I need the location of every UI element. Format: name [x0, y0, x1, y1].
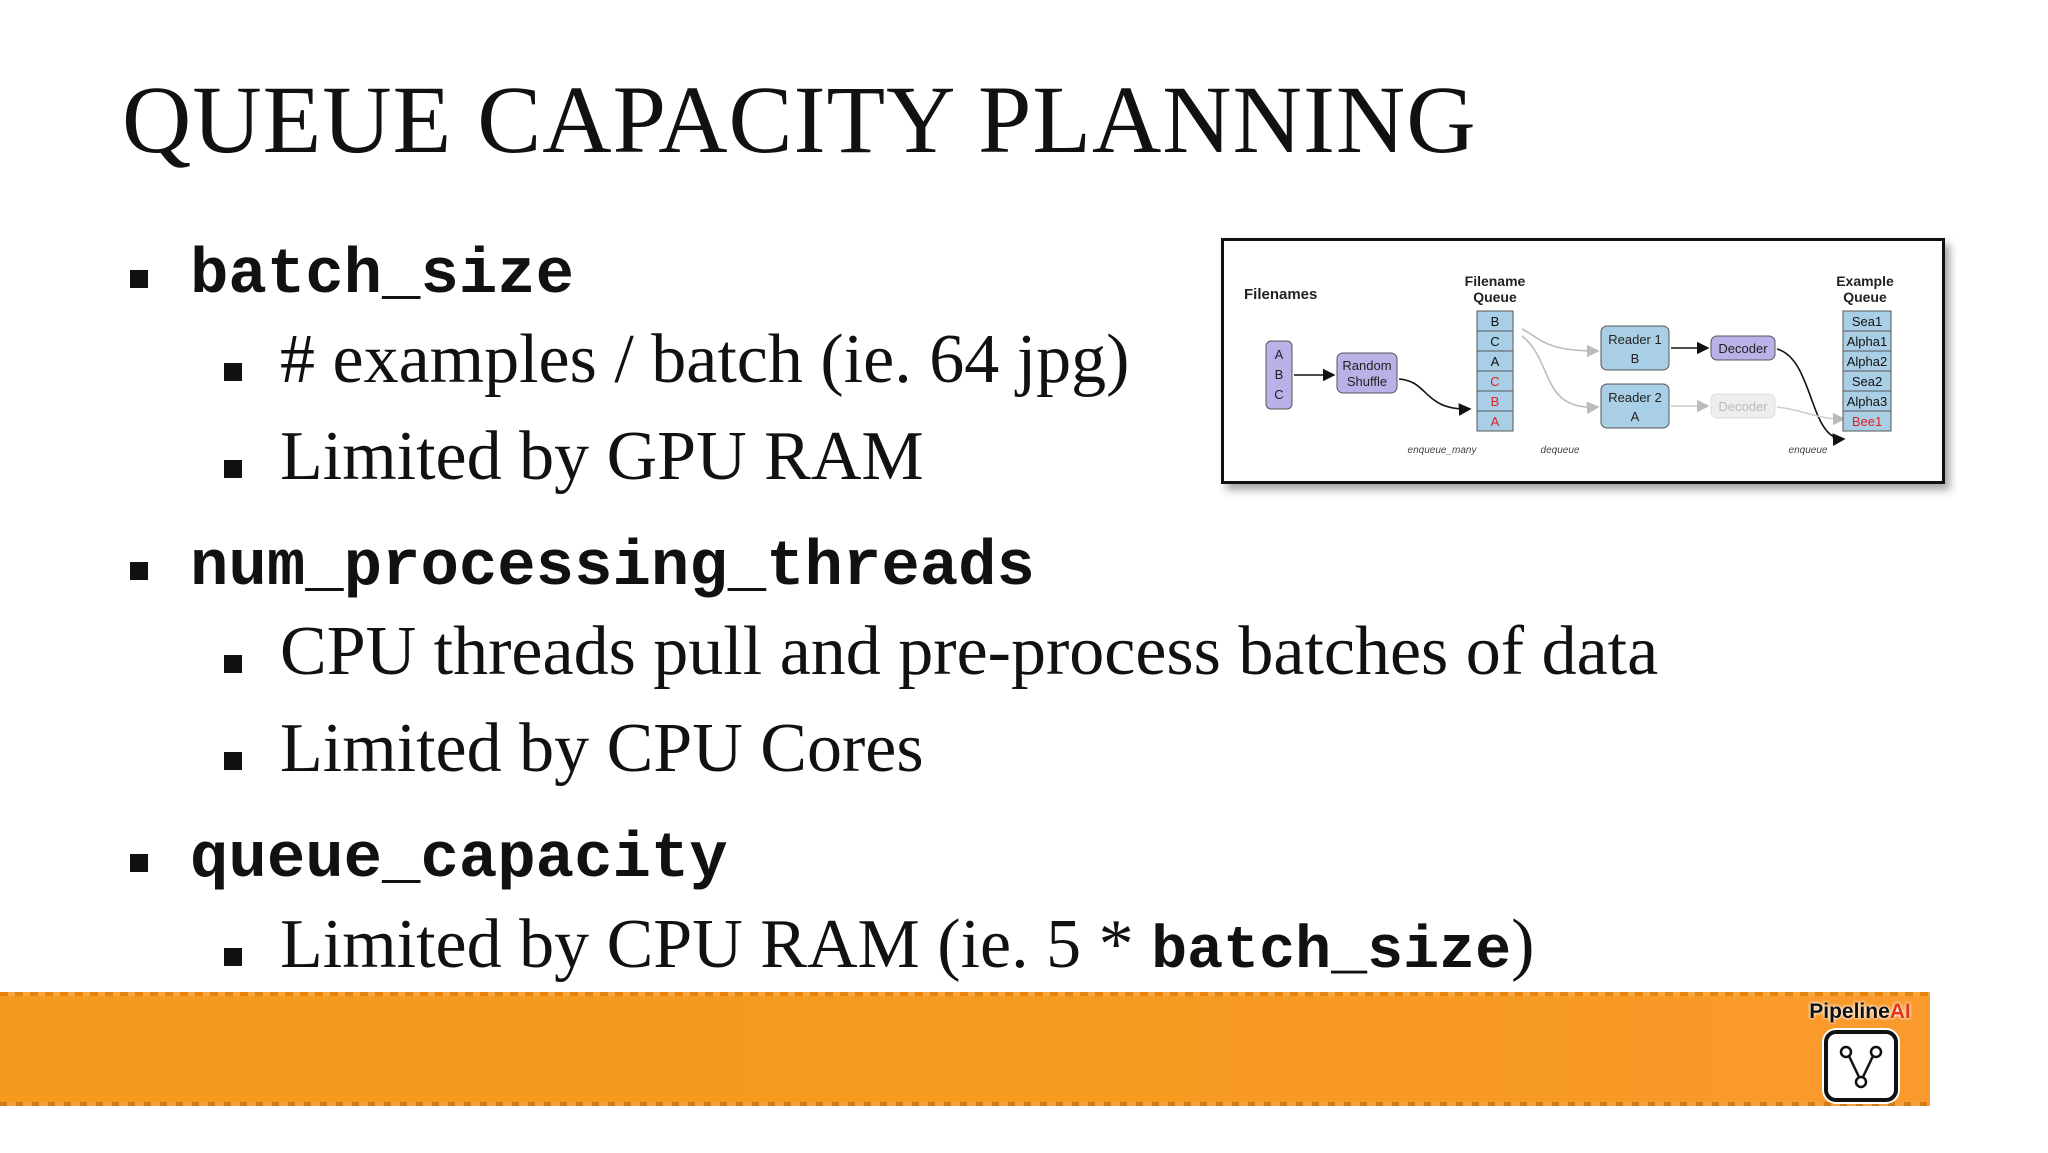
- dequeue-arrow: [1521, 328, 1600, 358]
- filename-queue-item: A: [1491, 354, 1500, 369]
- example-queue-item: Bee1: [1852, 414, 1882, 429]
- example-queue-cell: [1842, 410, 1892, 432]
- filename-queue-cell: [1476, 410, 1514, 432]
- random-shuffle-label-1: Random: [1342, 358, 1391, 373]
- slide-title: QUEUE CAPACITY PLANNING: [122, 66, 1477, 173]
- filename-queue-item: B: [1491, 394, 1500, 409]
- reader-2-title: Reader 2: [1608, 390, 1661, 405]
- bullet-square-icon: [130, 854, 148, 872]
- example-queue-label-2: Queue: [1843, 289, 1887, 305]
- queue-pipeline-diagram: Filenames A B C Random Shuffle Filename …: [1221, 238, 1945, 484]
- bullet-square-icon: [224, 948, 242, 966]
- enqueue-arrow: [1776, 348, 1846, 447]
- bullet-square-icon: [130, 562, 148, 580]
- filename-item: B: [1275, 367, 1284, 382]
- filename-item: C: [1274, 387, 1283, 402]
- sub-bullet-prefix: Limited by CPU RAM (ie. 5 *: [280, 906, 1152, 983]
- example-queue-label-1: Example: [1836, 273, 1894, 289]
- reader-2-value: A: [1631, 409, 1640, 424]
- example-queue-item: Alpha2: [1847, 354, 1887, 369]
- example-queue-item: Sea1: [1852, 314, 1882, 329]
- filenames-label: Filenames: [1244, 286, 1317, 303]
- filename-queue-item: C: [1490, 334, 1499, 349]
- bullet-square-icon: [224, 363, 242, 381]
- example-queue-item: Alpha3: [1847, 394, 1887, 409]
- decoder-label: Decoder: [1718, 341, 1768, 356]
- example-queue-item: Alpha1: [1847, 334, 1887, 349]
- enqueue-arrow-faded: [1776, 406, 1846, 426]
- enqueue-many-arrow: [1398, 378, 1472, 416]
- sub-bullet-text: CPU threads pull and pre-process batches…: [280, 613, 1659, 690]
- bullet-square-icon: [224, 460, 242, 478]
- reader-1-title: Reader 1: [1608, 332, 1661, 347]
- reader-1-value: B: [1631, 351, 1640, 366]
- bullet-term: batch_size: [190, 240, 575, 312]
- sub-bullet-text: Limited by CPU Cores: [280, 710, 924, 787]
- dequeue-arrow: [1521, 335, 1600, 415]
- example-queue-item: Sea2: [1852, 374, 1882, 389]
- filename-queue-label-2: Queue: [1473, 289, 1517, 305]
- reader-1-box: [1600, 325, 1670, 371]
- logo-wordmark: PipelineAI: [1800, 1000, 1920, 1024]
- filenames-box: [1265, 340, 1293, 410]
- sub-bullet-text: Limited by GPU RAM: [280, 418, 924, 495]
- logo-graph-icon: [1824, 1030, 1898, 1102]
- bullet-term: num_processing_threads: [190, 532, 1035, 604]
- sub-bullet-suffix: ): [1511, 906, 1535, 983]
- bullet-square-icon: [224, 752, 242, 770]
- filename-queue-item: B: [1491, 314, 1500, 329]
- bullet-square-icon: [130, 270, 148, 288]
- reader-2-box: [1600, 383, 1670, 429]
- bullet-term: queue_capacity: [190, 824, 728, 896]
- random-shuffle-label-2: Shuffle: [1347, 374, 1387, 389]
- decoder-faded-label: Decoder: [1718, 399, 1768, 414]
- op-enqueue-many: enqueue_many: [1408, 445, 1478, 456]
- bullet-square-icon: [224, 655, 242, 673]
- decoder-faded-box: [1710, 393, 1776, 419]
- sub-bullet-text: Limited by CPU RAM (ie. 5 * batch_size): [280, 910, 1534, 983]
- pipelineai-logo: PipelineAI: [1800, 1000, 1920, 1102]
- filename-queue-item: C: [1490, 374, 1499, 389]
- footer-band: [0, 992, 1930, 1106]
- filename-queue-item: A: [1491, 414, 1500, 429]
- logo-text-accent: AI: [1889, 1000, 1911, 1023]
- filename-queue-label-1: Filename: [1465, 273, 1526, 289]
- op-enqueue: enqueue: [1789, 445, 1828, 456]
- inline-code: batch_size: [1151, 918, 1512, 986]
- diagram-canvas: Filenames A B C Random Shuffle Filename …: [1244, 273, 1894, 456]
- logo-text-main: Pipeline: [1809, 1000, 1890, 1023]
- sub-bullet-text: # examples / batch (ie. 64 jpg): [280, 321, 1130, 398]
- filename-item: A: [1275, 347, 1284, 362]
- random-shuffle-box: [1336, 352, 1398, 394]
- decoder-box: [1710, 335, 1776, 361]
- op-dequeue: dequeue: [1541, 445, 1580, 456]
